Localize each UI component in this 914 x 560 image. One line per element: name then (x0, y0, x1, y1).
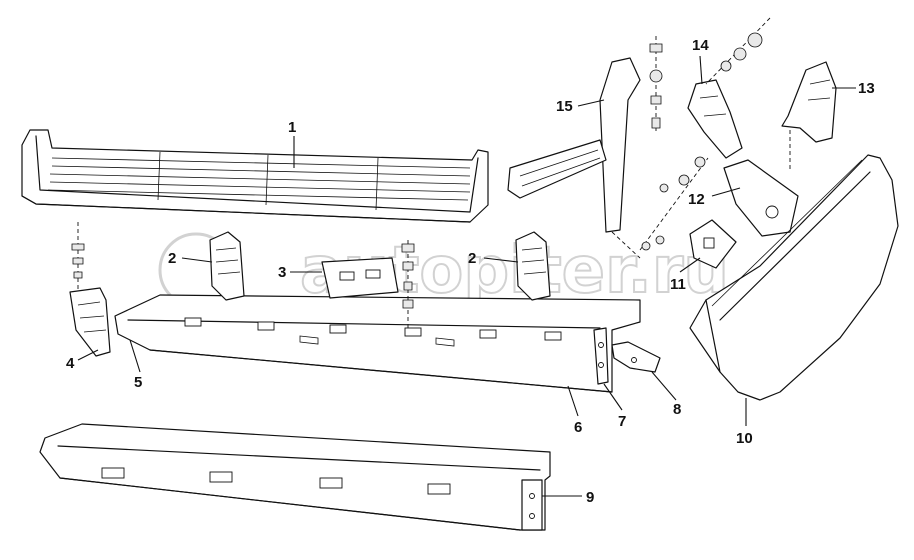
mounting-plate (689, 219, 737, 269)
bolt-14 (705, 17, 771, 85)
step-tread-plate (21, 129, 489, 223)
callout-6: 6 (574, 419, 582, 436)
leader-lines (77, 55, 856, 497)
mounting-bracket-left (209, 231, 245, 301)
callout-12: 12 (688, 191, 705, 208)
callout-2b: 2 (468, 250, 476, 267)
center-bracket (321, 257, 399, 299)
left-fastener-stack (71, 222, 85, 292)
callout-5: 5 (134, 374, 142, 391)
mounting-bracket-right (515, 231, 551, 301)
callout-1: 1 (288, 119, 296, 136)
side-bracket (723, 159, 799, 237)
callout-3: 3 (278, 264, 286, 281)
bumper-end-cap (689, 154, 899, 401)
callout-11: 11 (670, 276, 686, 293)
corner-bracket (611, 341, 661, 373)
lower-reinforcement-beam (39, 423, 551, 531)
side-fastener-chain (639, 156, 709, 251)
support-arm (507, 57, 641, 259)
callout-13: 13 (858, 80, 875, 97)
callout-14: 14 (692, 37, 709, 54)
callout-10: 10 (736, 430, 753, 447)
bumper-end-bracket (593, 327, 609, 385)
bracket-14 (687, 79, 743, 159)
callout-4: 4 (66, 355, 75, 372)
callouts: 1 2 2 3 4 5 6 7 8 9 10 11 12 13 14 15 (66, 37, 875, 506)
left-end-bracket (69, 287, 111, 357)
center-fastener-stack (401, 240, 415, 330)
upper-fastener-stack (649, 36, 663, 132)
callout-2a: 2 (168, 250, 176, 267)
callout-15: 15 (556, 98, 573, 115)
bracket-13 (781, 61, 837, 170)
callout-7: 7 (618, 413, 626, 430)
bumper-beam (114, 294, 641, 393)
callout-9: 9 (586, 489, 594, 506)
callout-8: 8 (673, 401, 681, 418)
